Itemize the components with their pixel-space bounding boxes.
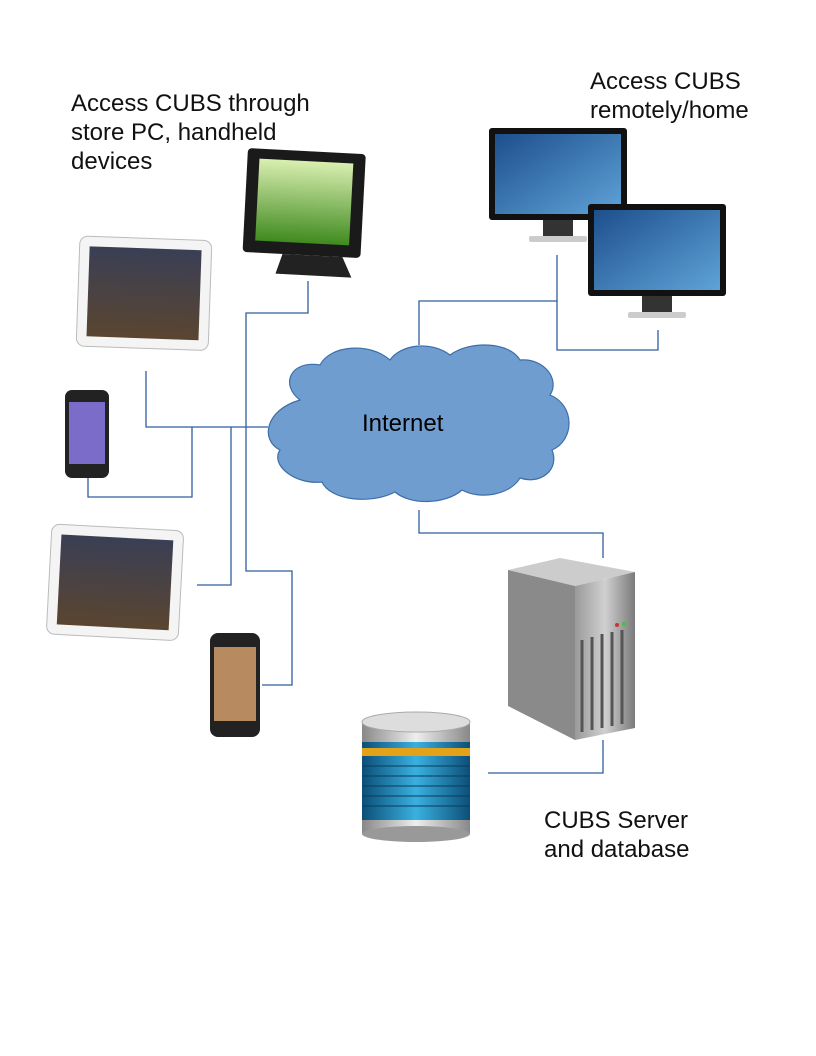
line-phone-1 <box>87 427 193 498</box>
store-pc-monitor-icon <box>242 148 366 278</box>
cloud-icon <box>267 344 570 503</box>
line-store-pc <box>245 281 309 686</box>
database-icon <box>361 711 471 842</box>
server-label: CUBS Server and database <box>544 807 690 863</box>
line-tablet-1 <box>145 371 268 428</box>
store-access-label: Access CUBS through store PC, handheld d… <box>71 90 310 175</box>
phone-icon <box>65 390 109 478</box>
line-database <box>488 740 604 774</box>
remote-access-label: Access CUBS remotely/home <box>590 68 749 124</box>
line-tablet-2 <box>197 427 232 586</box>
phone-icon <box>210 633 260 737</box>
tablet-icon <box>46 523 184 641</box>
line-remote-1 <box>418 255 558 345</box>
connection-lines <box>87 255 659 774</box>
tablet-icon <box>75 235 213 351</box>
line-server <box>418 510 604 558</box>
line-remote-2 <box>556 301 659 351</box>
internet-label: Internet <box>362 410 444 437</box>
server-tower-icon <box>508 558 635 740</box>
desktop-monitor-icon <box>489 128 627 242</box>
desktop-monitor-icon <box>588 204 726 318</box>
